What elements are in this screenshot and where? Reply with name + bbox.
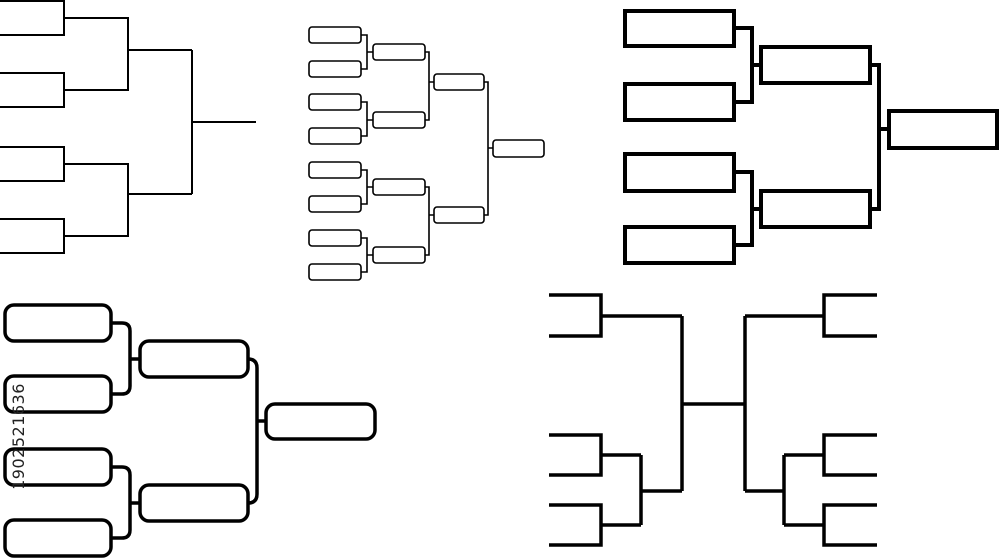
connector-e-left-q2 bbox=[549, 433, 641, 477]
slot-b-1 bbox=[308, 26, 362, 44]
slot-b-r2-1 bbox=[372, 43, 426, 61]
connector-d-semi-2 bbox=[111, 465, 140, 540]
slot-d-final bbox=[264, 402, 377, 441]
connector-e-left-semi bbox=[639, 455, 682, 525]
connector-e-right-q2 bbox=[784, 433, 877, 477]
connector-e-right-q1 bbox=[745, 293, 877, 338]
slot-c-3 bbox=[623, 152, 736, 193]
connector-e-left-q1 bbox=[549, 293, 682, 338]
bracket-d bbox=[3, 303, 377, 558]
connector-c-semi-2 bbox=[734, 170, 761, 247]
slot-b-r3-1 bbox=[433, 73, 485, 91]
image-id-text: 1902521636 bbox=[8, 382, 28, 490]
connector-a-final bbox=[191, 50, 256, 194]
connector-d-semi-1 bbox=[111, 321, 140, 396]
slot-c-r2-2 bbox=[759, 189, 872, 229]
slot-d-r2-2 bbox=[138, 483, 250, 523]
slot-b-7 bbox=[308, 229, 362, 247]
slot-c-4 bbox=[623, 225, 736, 265]
slot-b-6 bbox=[308, 195, 362, 213]
connector-b-r3 bbox=[484, 81, 493, 216]
connector-c-semi-1 bbox=[734, 26, 761, 104]
slot-b-4 bbox=[308, 127, 362, 145]
slot-c-1 bbox=[623, 9, 736, 48]
slot-b-r2-3 bbox=[372, 178, 426, 196]
slot-a-2 bbox=[0, 72, 65, 108]
slot-b-final bbox=[492, 139, 545, 158]
slot-b-r3-2 bbox=[433, 206, 485, 224]
slot-d-r2-1 bbox=[138, 339, 250, 379]
slot-a-4 bbox=[0, 218, 65, 254]
slot-b-5 bbox=[308, 161, 362, 179]
connector-e-right-q3 bbox=[784, 503, 877, 547]
connector-b-r1 bbox=[361, 34, 373, 273]
slot-b-3 bbox=[308, 93, 362, 111]
slot-c-final bbox=[887, 109, 999, 150]
slot-c-r2-1 bbox=[759, 45, 872, 85]
bracket-e bbox=[549, 293, 877, 547]
slot-a-3 bbox=[0, 146, 65, 182]
slot-b-2 bbox=[308, 60, 362, 78]
connector-e-left-q3 bbox=[549, 503, 641, 547]
image-id-label: 1902521636 bbox=[4, 318, 32, 554]
slot-a-1 bbox=[0, 0, 65, 36]
bracket-b bbox=[308, 26, 545, 281]
connector-d-final bbox=[247, 357, 266, 505]
connector-a-semi-2 bbox=[64, 163, 192, 237]
bracket-c bbox=[623, 9, 999, 265]
slot-b-8 bbox=[308, 263, 362, 281]
connector-e-right-semi bbox=[745, 455, 786, 525]
slot-b-r2-4 bbox=[372, 246, 426, 264]
slot-c-2 bbox=[623, 82, 736, 122]
slot-b-r2-2 bbox=[372, 111, 426, 129]
connector-b-r2 bbox=[425, 51, 434, 256]
bracket-a bbox=[0, 0, 256, 254]
connector-a-semi-1 bbox=[64, 17, 192, 91]
connector-c-final bbox=[870, 63, 889, 211]
